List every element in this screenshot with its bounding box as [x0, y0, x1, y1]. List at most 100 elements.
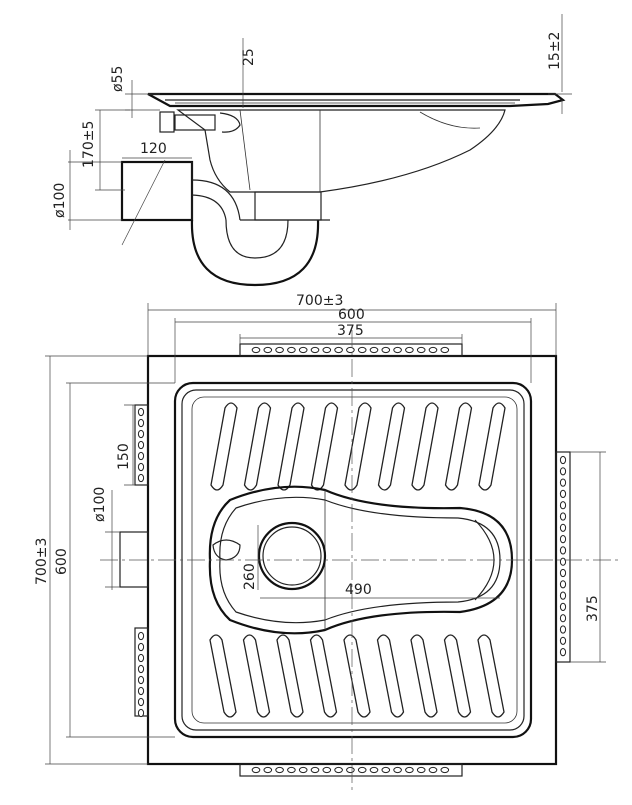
- flange-hole: [559, 501, 567, 510]
- flange-hole: [275, 346, 284, 354]
- flange-hole: [381, 346, 391, 354]
- flange-hole: [559, 614, 567, 623]
- flange-hole: [322, 766, 332, 774]
- dim-flange-width: 375: [337, 323, 364, 339]
- dim-inner-width: 600: [338, 307, 365, 323]
- dim-drain-diameter: ø55: [110, 66, 126, 92]
- dim-rim-offset: 25: [241, 48, 257, 66]
- dim-bowl-diameter: 260: [242, 563, 258, 590]
- floor-groove: [210, 402, 238, 491]
- floor-groove: [309, 634, 338, 718]
- floor-groove: [343, 634, 371, 718]
- flange-hole: [393, 346, 402, 354]
- flange-hole: [416, 346, 426, 354]
- plan-view: 700±3 600 375 700±3 600 150 ø100 260 490…: [34, 293, 620, 790]
- dim-side-flange: 150: [116, 443, 132, 470]
- flange-hole: [346, 346, 355, 354]
- flange-hole: [137, 708, 145, 718]
- flange-hole: [559, 467, 567, 476]
- flange-hole: [310, 766, 320, 774]
- flange-hole: [559, 455, 567, 465]
- flange-hole: [137, 631, 145, 641]
- flange-hole: [369, 766, 379, 774]
- flange-hole: [559, 625, 567, 634]
- dim-outlet-diameter-side: ø100: [52, 183, 68, 218]
- flange-hole: [428, 766, 438, 774]
- flange-hole: [381, 766, 391, 774]
- dim-drain-height: 170±5: [81, 121, 97, 168]
- flange-hole: [137, 418, 145, 428]
- flange-hole: [357, 346, 367, 354]
- flange-hole: [137, 429, 145, 439]
- dim-outlet-diameter-plan: ø100: [92, 487, 108, 522]
- flange-hole: [559, 648, 567, 657]
- flange-hole: [559, 478, 567, 487]
- flange-hole: [137, 462, 145, 472]
- floor-groove: [477, 634, 505, 718]
- floor-groove: [209, 634, 237, 718]
- flange-hole: [263, 346, 273, 354]
- flange-hole: [405, 766, 414, 774]
- flange-hole: [251, 346, 261, 354]
- flange-hole: [559, 568, 567, 578]
- dim-right-flange: 375: [585, 595, 601, 622]
- flange-hole: [393, 766, 402, 774]
- dim-outlet-length: 120: [140, 141, 167, 157]
- flange-hole: [137, 407, 145, 417]
- flange-hole: [428, 346, 438, 354]
- flange-hole: [137, 653, 145, 663]
- flange-hole: [559, 591, 567, 600]
- dim-overall-height: 700±3: [34, 538, 50, 585]
- flange-hole: [137, 473, 145, 483]
- flange-hole: [137, 451, 145, 461]
- flange-hole: [137, 686, 145, 696]
- floor-groove: [243, 402, 272, 491]
- dim-bowl-length: 490: [345, 582, 372, 598]
- flange-hole: [559, 580, 567, 589]
- floor-groove: [411, 402, 439, 491]
- flange-hole: [405, 346, 414, 354]
- floor-groove: [242, 634, 271, 718]
- flange-hole: [298, 766, 308, 774]
- floor-groove: [410, 634, 438, 718]
- flange-hole: [559, 512, 567, 521]
- flange-hole: [440, 346, 450, 354]
- flange-hole: [416, 766, 426, 774]
- flange-hole: [137, 675, 145, 685]
- flange-hole: [559, 546, 567, 555]
- floor-groove: [478, 402, 506, 491]
- flange-hole: [334, 346, 343, 354]
- flange-hole: [369, 346, 379, 354]
- floor-groove: [344, 402, 372, 491]
- flange-hole: [559, 557, 567, 566]
- flange-hole: [137, 664, 145, 674]
- flange-hole: [298, 346, 308, 354]
- flange-hole: [137, 697, 145, 707]
- flange-hole: [559, 523, 567, 532]
- floor-groove: [276, 634, 304, 718]
- flange-hole: [440, 766, 450, 774]
- flange-hole: [334, 766, 343, 774]
- floor-groove: [310, 402, 339, 491]
- flange-hole: [137, 642, 145, 652]
- flange-hole: [346, 766, 355, 774]
- flange-hole: [357, 766, 367, 774]
- flange-hole: [287, 346, 296, 354]
- side-view: ø55 25 15±2 170±5 120 ø100: [52, 14, 572, 287]
- flange-hole: [559, 602, 567, 612]
- flange-hole: [287, 766, 296, 774]
- floor-groove: [376, 634, 405, 718]
- flange-hole: [137, 440, 145, 450]
- dim-rim-height: 15±2: [547, 32, 563, 70]
- floor-groove: [443, 634, 472, 718]
- flange-hole: [251, 766, 261, 774]
- dim-inner-height: 600: [54, 548, 70, 575]
- dim-overall-width: 700±3: [296, 293, 343, 309]
- floor-groove: [277, 402, 305, 491]
- flange-hole: [263, 766, 273, 774]
- flange-hole: [310, 346, 320, 354]
- floor-groove: [444, 402, 473, 491]
- flange-hole: [559, 636, 567, 645]
- floor-groove: [377, 402, 406, 491]
